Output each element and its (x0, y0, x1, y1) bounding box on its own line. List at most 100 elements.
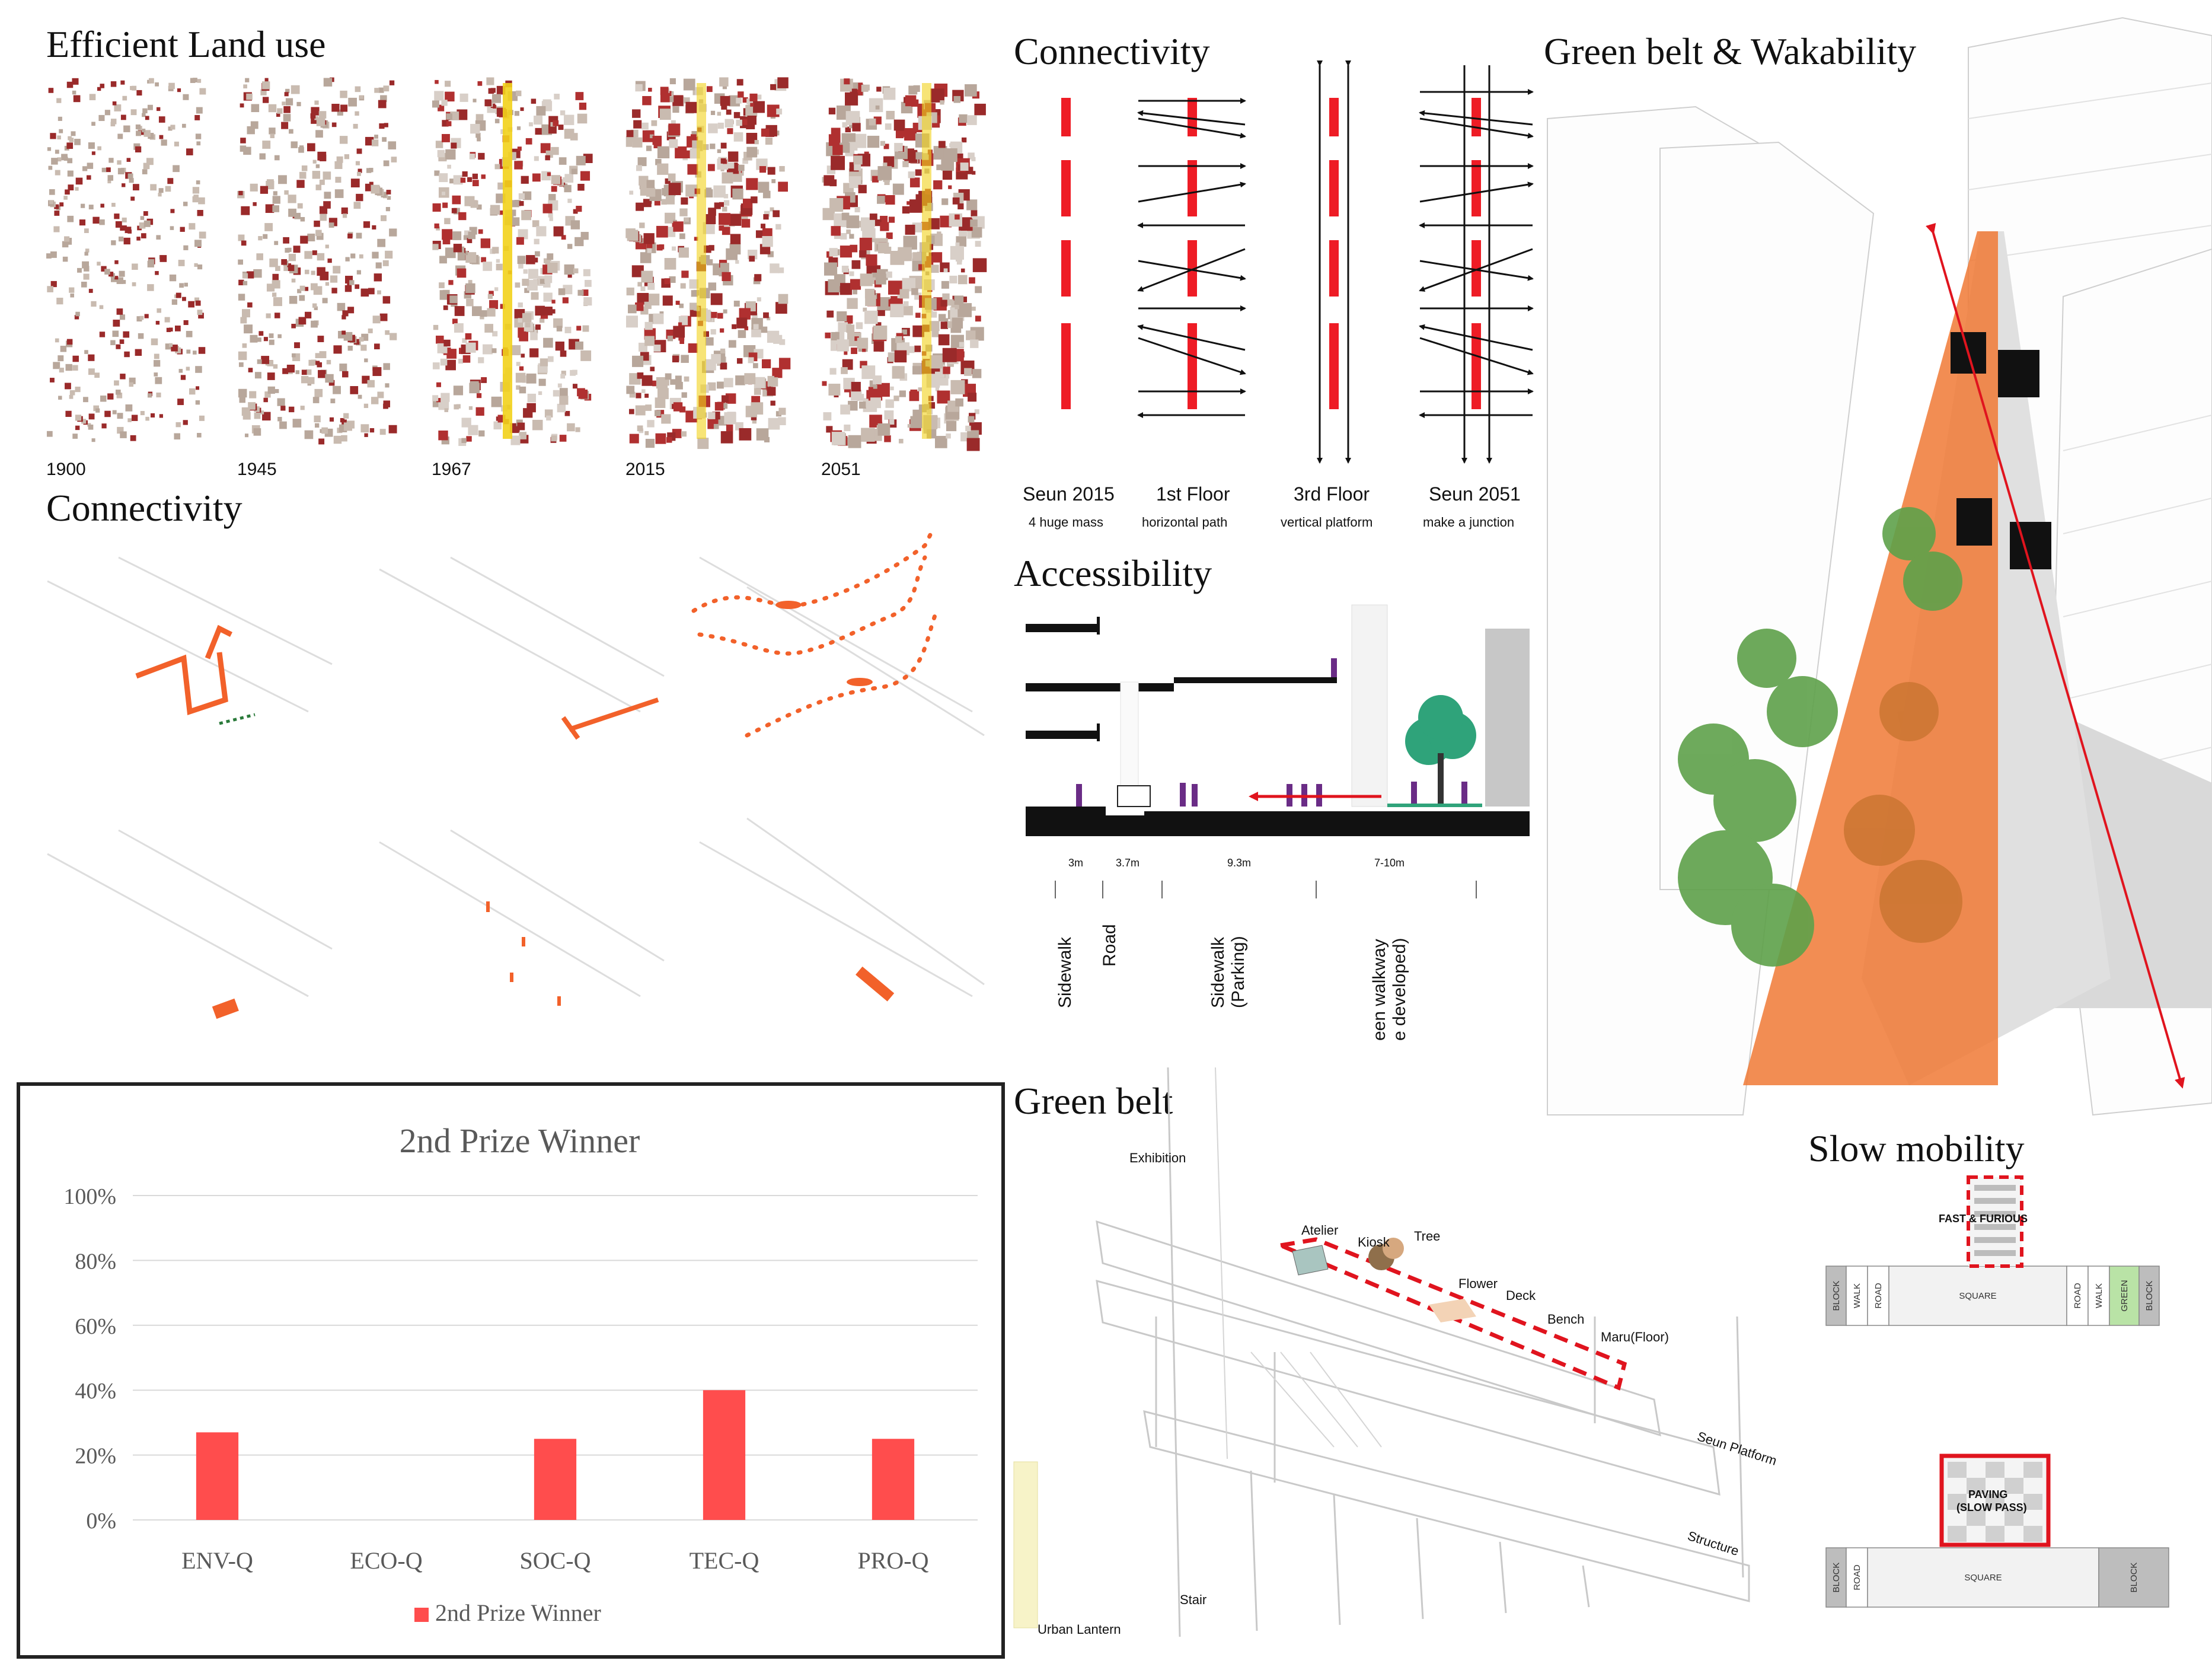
x-tick-label: TEC-Q (690, 1547, 759, 1574)
strip-label: ROAD (1852, 1564, 1862, 1590)
strip-label: GREEN (2120, 1280, 2130, 1311)
width-label-parking: 9.3m (1227, 857, 1252, 869)
x-tick-label: PRO-Q (857, 1547, 928, 1574)
label-flower: Flower (1458, 1276, 1498, 1291)
tag-paving: PAVING (1968, 1488, 2008, 1500)
width-label-sidewalk: 3m (1068, 857, 1084, 869)
y-tick-label: 60% (75, 1314, 116, 1339)
strip-block (2098, 1547, 2169, 1608)
strip-label: ROAD (2073, 1283, 2083, 1309)
bar-chart: 2nd Prize Winner 0% 20% 40% 60% 80% 100% ENV-Q E… (63, 1121, 978, 1626)
connectivity-diagram (1061, 60, 1534, 464)
land-use-title: Efficient Land use (46, 23, 326, 65)
strip-block (2138, 1266, 2160, 1326)
connectivity-maps-title: Connectivity (46, 487, 242, 529)
year-label-1967: 1967 (432, 460, 471, 479)
green-belt-title: Green belt (1014, 1080, 1173, 1122)
strip-label: SQUARE (1964, 1573, 2002, 1583)
bar-env-q (196, 1432, 239, 1520)
strip-label: WALK (1852, 1283, 1862, 1308)
label-maru-floor: Maru(Floor) (1601, 1330, 1669, 1344)
column-sublabel-seun-2051: make a junction (1423, 515, 1515, 530)
street-section (1026, 604, 1530, 898)
tree-icon (1405, 695, 1476, 807)
tree-icon (1678, 507, 1962, 967)
strip-label: SQUARE (1959, 1291, 1996, 1301)
zone-label-parking: Sidewalk (Parking) (1208, 936, 1248, 1008)
slow-mobility-title: Slow mobility (1808, 1127, 2025, 1169)
label-tree: Tree (1414, 1229, 1441, 1244)
strip-block (1825, 1266, 1847, 1326)
green-belt-panel: Green belt Exhibition Atelier Kiosk Tree… (1002, 1067, 1790, 1667)
strip-square (1888, 1266, 2067, 1326)
y-tick-label: 40% (75, 1379, 116, 1404)
column-label-1st-floor: 1st Floor (1156, 483, 1230, 505)
strip-road (1846, 1547, 1868, 1608)
strip-label: BLOCK (1831, 1281, 1841, 1311)
strip-square (1867, 1547, 2099, 1608)
orange-route-3 (691, 531, 939, 738)
street-strips-diagram: BLOCK WALK ROAD SQUARE ROAD WALK GREEN BLOCK BLO… (1825, 1175, 2169, 1608)
column-sublabel-1st-floor: horizontal path (1142, 515, 1228, 530)
strip-label: ROAD (1873, 1283, 1884, 1309)
strip-green (2109, 1266, 2140, 1326)
orange-route-2 (561, 697, 659, 740)
connectivity-maps (47, 531, 985, 1019)
accessibility-panel: Accessibility (1002, 552, 1547, 1056)
legend-label: 2nd Prize Winner (435, 1599, 601, 1626)
x-tick-label: ECO-Q (350, 1547, 422, 1574)
tag-fast-furious: FAST & FURIOUS (1939, 1213, 2028, 1225)
bar-tec-q (703, 1390, 746, 1520)
zone-label-road: Road (1100, 924, 1119, 967)
distance-arrow (1926, 222, 2185, 1089)
x-tick-label: ENV-Q (181, 1547, 253, 1574)
strip-label: BLOCK (1831, 1563, 1841, 1593)
y-tick-label: 80% (75, 1249, 116, 1274)
x-tick-label: SOC-Q (519, 1547, 590, 1574)
column-label-seun-2051: Seun 2051 (1429, 483, 1521, 505)
zone-label-walkway: een walkway e developed) (1370, 938, 1409, 1041)
connectivity-diagram-panel: Connectivity (1002, 0, 1547, 557)
bar-pro-q (872, 1439, 915, 1520)
land-use-panel: Efficient Land use 1900 1945 1967 2015 2… (0, 0, 996, 492)
column-label-seun-2015: Seun 2015 (1023, 483, 1115, 505)
label-deck: Deck (1506, 1288, 1536, 1303)
green-belt-highlight (1273, 1237, 1627, 1391)
year-label-2051: 2051 (821, 460, 861, 479)
tree-icon (1368, 1238, 1404, 1270)
zone-label-sidewalk: Sidewalk (1055, 936, 1075, 1008)
green-belt-walkability-panel: Green belt & Wakability (1541, 0, 2212, 1127)
label-bench: Bench (1547, 1312, 1585, 1327)
label-atelier: Atelier (1301, 1223, 1339, 1238)
y-tick-label: 0% (86, 1509, 116, 1534)
column-sublabel-3rd-floor: vertical platform (1281, 515, 1373, 530)
strip-walk (2087, 1266, 2110, 1326)
strip-label: BLOCK (2144, 1281, 2154, 1311)
slow-mobility-panel: Slow mobility BLOCK WALK ROAD SQUARE ROAD WAL… (1790, 1115, 2212, 1667)
chart-panel: 2nd Prize Winner 0% 20% 40% 60% 80% 100% ENV-Q E… (17, 1082, 1005, 1659)
legend-swatch (414, 1608, 429, 1622)
width-label-road: 3.7m (1116, 857, 1140, 869)
land-use-maps (46, 77, 987, 451)
strip-label: WALK (2094, 1283, 2104, 1308)
label-stair: Stair (1180, 1592, 1207, 1607)
y-tick-label: 100% (63, 1184, 116, 1209)
column-label-3rd-floor: 3rd Floor (1294, 483, 1370, 505)
green-belt-walkability-title: Green belt & Wakability (1544, 30, 1917, 72)
strip-road (2066, 1266, 2089, 1326)
column-sublabel-seun-2015: 4 huge mass (1029, 515, 1103, 530)
connectivity-maps-panel: Connectivity (0, 486, 996, 1056)
width-label-walkway: 7-10m (1374, 857, 1405, 869)
strip-label: BLOCK (2129, 1563, 2139, 1593)
y-tick-label: 20% (75, 1444, 116, 1469)
strip-block (1825, 1547, 1847, 1608)
label-urban-lantern: Urban Lantern (1038, 1622, 1121, 1637)
orange-route-1 (135, 624, 233, 716)
strip-road (1867, 1266, 1889, 1326)
tag-slow-pass: (SLOW PASS) (1956, 1502, 2027, 1513)
connectivity-diagram-title: Connectivity (1014, 30, 1210, 72)
chart-title: 2nd Prize Winner (400, 1121, 640, 1160)
label-exhibition: Exhibition (1129, 1150, 1186, 1165)
label-kiosk: Kiosk (1358, 1235, 1390, 1250)
year-label-2015: 2015 (625, 460, 665, 479)
